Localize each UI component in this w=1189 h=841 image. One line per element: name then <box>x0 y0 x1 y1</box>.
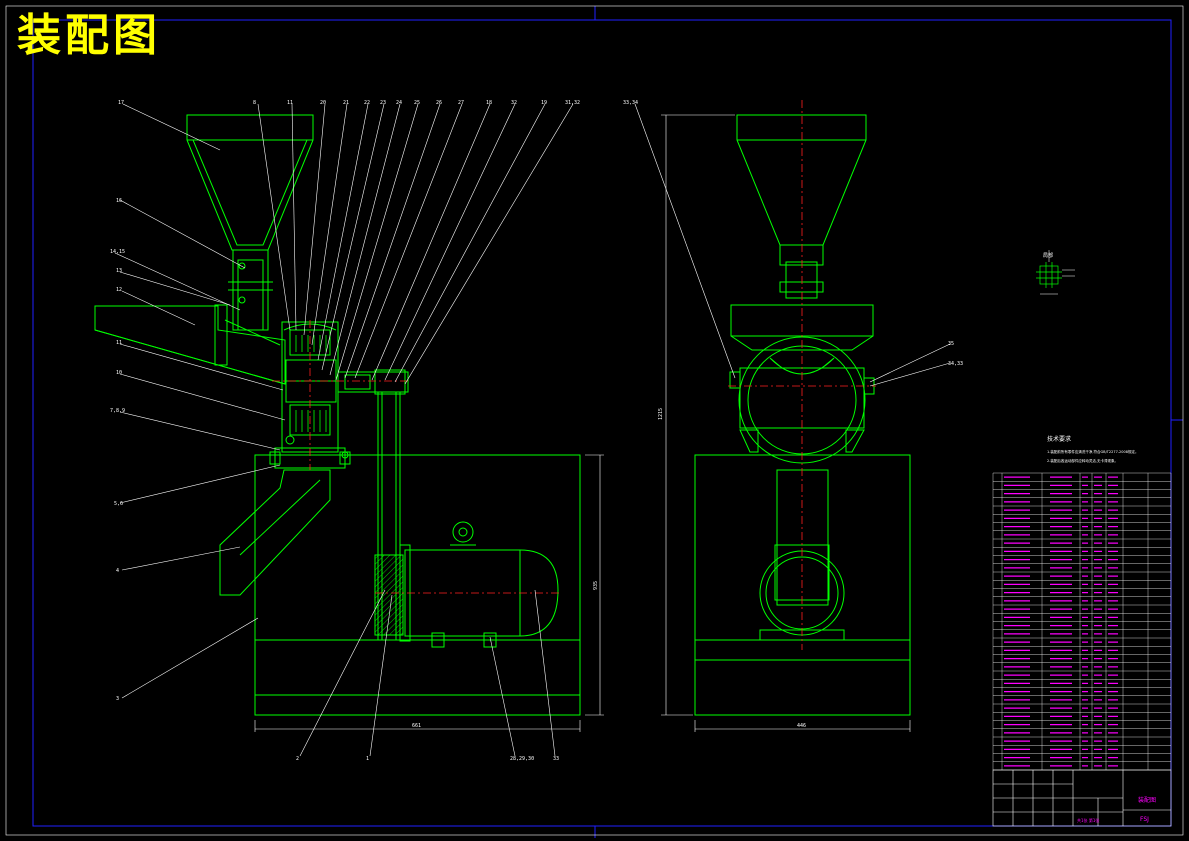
label-2: 2 <box>296 756 299 762</box>
balloon-8: 8 <box>253 100 256 106</box>
balloon-35: 35 <box>948 341 954 347</box>
dim-side-width: 446 <box>797 723 806 729</box>
label-13: 13 <box>116 268 122 274</box>
side-base <box>694 454 911 716</box>
front-leaders <box>114 103 574 757</box>
balloon-21: 21 <box>343 100 349 106</box>
label-3: 3 <box>116 696 119 702</box>
title-block-text: 装配图 FSJ 共1张 第1张 <box>1077 796 1156 823</box>
side-centerlines <box>728 100 876 650</box>
title-block-code: FSJ <box>1140 816 1149 823</box>
side-hopper <box>736 114 867 246</box>
label-10: 10 <box>116 370 122 376</box>
balloon-23: 23 <box>380 100 386 106</box>
side-labels: 33,34 35 34,33 446 1215 <box>623 100 963 729</box>
balloon-33-34: 33,34 <box>623 100 638 106</box>
front-dimensions <box>254 454 604 732</box>
motor <box>404 549 559 637</box>
side-dimensions <box>634 103 951 732</box>
machine-base <box>254 454 581 716</box>
balloon-11: 11 <box>287 100 293 106</box>
label-11: 11 <box>116 340 122 346</box>
detail-view: 局部 <box>1036 250 1075 295</box>
front-view <box>94 114 581 716</box>
parts-list-table <box>992 472 1172 771</box>
balloon-26: 26 <box>436 100 442 106</box>
label-4: 4 <box>116 568 119 574</box>
tech-req-heading: 技术要求 <box>1047 435 1071 443</box>
border-frame <box>5 5 1184 836</box>
tech-req-line-1: 1.装配前所有零件应清洗干净,符合GB/T2277-2008规定。 <box>1047 449 1138 454</box>
balloon-34-33: 34,33 <box>948 361 963 367</box>
label-33: 33 <box>553 756 559 762</box>
drawing-title: 装配图 <box>17 10 161 61</box>
label-14-15: 14,15 <box>110 249 125 255</box>
front-balloon-labels: 17 8 11 20 21 22 23 24 25 26 27 18 32 19… <box>110 100 599 762</box>
label-12: 12 <box>116 287 122 293</box>
dim-side-height: 1215 <box>658 408 664 420</box>
balloon-17: 17 <box>118 100 124 106</box>
balloon-32: 32 <box>511 100 517 106</box>
balloon-24: 24 <box>396 100 402 106</box>
balloon-20: 20 <box>320 100 326 106</box>
title-block-drawing-name: 装配图 <box>1138 796 1156 804</box>
tech-req-line-2: 2.装配后各运动部件应转动灵活,无卡滞现象。 <box>1047 458 1118 463</box>
title-block <box>992 769 1172 827</box>
title-block-sheet: 共1张 第1张 <box>1077 817 1099 823</box>
dim-front-height: 935 <box>593 581 599 590</box>
balloon-31-32: 31,32 <box>565 100 580 106</box>
front-centerlines <box>272 320 560 594</box>
detail-label: 局部 <box>1043 252 1053 259</box>
side-view <box>694 114 911 716</box>
balloon-27: 27 <box>458 100 464 106</box>
balloon-25: 25 <box>414 100 420 106</box>
label-1: 1 <box>366 756 369 762</box>
balloon-18: 18 <box>486 100 492 106</box>
label-5-6: 5,6 <box>114 501 123 507</box>
technical-requirements: 技术要求 1.装配前所有零件应清洗干净,符合GB/T2277-2008规定。 2… <box>1047 435 1138 463</box>
balloon-19: 19 <box>541 100 547 106</box>
drawing-frame <box>32 6 1183 838</box>
label-28-29-30: 28,29,30 <box>510 756 534 762</box>
label-16: 16 <box>116 198 122 204</box>
discharge-chute <box>219 469 331 596</box>
balloon-22: 22 <box>364 100 370 106</box>
dim-front-width: 661 <box>412 723 421 729</box>
label-7-8-9: 7,8,9 <box>110 408 125 414</box>
